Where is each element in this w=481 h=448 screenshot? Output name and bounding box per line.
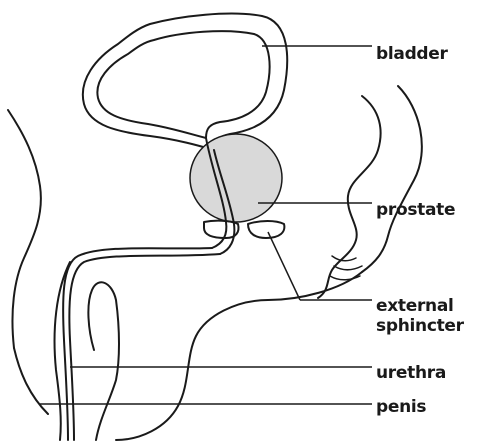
external-sphincter-label-line1: external xyxy=(376,297,454,315)
external-sphincter-label-line2: sphincter xyxy=(376,317,464,335)
urethra-label: urethra xyxy=(376,364,446,382)
bladder-inner-wall xyxy=(97,31,269,138)
back-outline xyxy=(318,96,381,298)
prostate-gland xyxy=(190,134,282,222)
sphincter-leader xyxy=(268,232,300,300)
urethra-penile-lower xyxy=(63,248,212,440)
perineum-outline xyxy=(116,272,362,440)
bladder-label: bladder xyxy=(376,45,448,63)
lower-back-outline xyxy=(362,86,422,272)
penis-label: penis xyxy=(376,398,426,416)
abdomen-outline xyxy=(8,110,41,348)
prostate-label: prostate xyxy=(376,201,455,219)
urethra-penile-upper xyxy=(69,254,220,440)
external-sphincter-right xyxy=(248,221,284,238)
penis-underside-outline xyxy=(88,282,119,440)
